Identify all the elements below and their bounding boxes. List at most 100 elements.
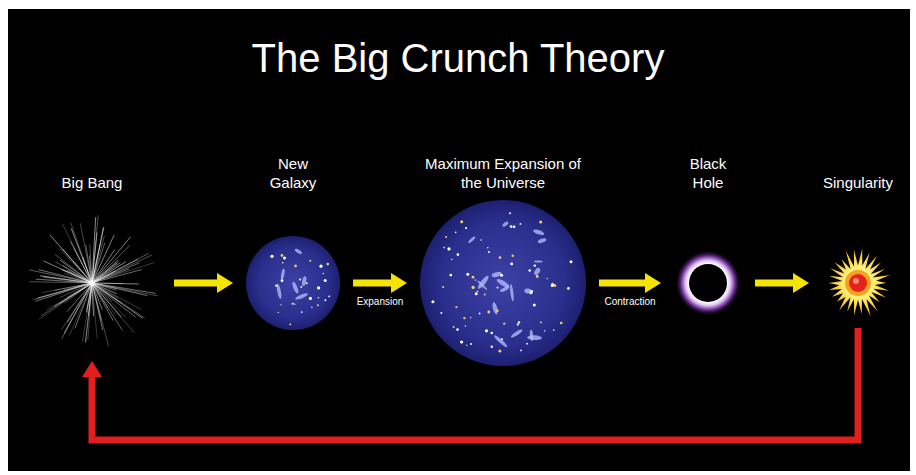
star-dot [318,297,320,299]
connector-line [174,280,219,287]
singularity-illustration [821,246,895,320]
star-dot [501,338,503,340]
explosion-ray [44,277,92,283]
galaxy-swirl [496,277,511,289]
star-dot [300,286,302,288]
connector-line [599,280,647,287]
explosion-ray [92,283,123,331]
star-dot [294,265,297,268]
singularity-halo [845,270,871,296]
explosion-core [90,281,95,286]
star-dot [503,323,505,325]
explosion-ray [63,224,92,283]
star-dot [301,311,303,313]
star-dot [499,256,502,259]
star-dot [509,212,511,214]
star-dot [324,279,327,282]
star-dot [309,260,311,262]
star-dot [517,324,519,326]
galaxy-swirl [533,267,541,276]
star-dot [536,275,539,278]
star-dot [460,220,463,223]
star-dot [317,304,319,306]
star-dot [475,279,477,281]
singularity-burst [829,249,890,317]
star-dot [431,300,434,303]
explosion-ray [92,235,114,283]
star-dot [529,269,531,271]
explosion-ray [92,255,152,283]
star-dot [560,322,563,325]
star-dot [447,247,450,250]
universe-illustration [419,199,587,367]
star-dot [491,346,493,348]
star-dot [526,343,528,345]
stage-node: Big Bang [20,173,164,353]
arrow-head [391,273,407,293]
universe-sphere [420,200,586,366]
stage-heading: New Galaxy [263,154,323,192]
star-dot [455,306,457,308]
galaxy-swirl [491,302,498,315]
star-dot [317,286,320,289]
star-dot [455,232,457,234]
explosion-ray [39,283,92,319]
singularity-highlight [853,278,859,284]
explosion-ray [92,283,97,338]
stage-heading: Big Bang [62,173,123,192]
galaxy-swirl [537,237,547,244]
explosion-ray [92,237,130,283]
star-dot [280,304,281,305]
explosion-ray [92,245,130,283]
star-dot [477,291,479,293]
star-dot [327,263,330,266]
explosion-ray [62,283,92,339]
connector-arrow [174,273,233,293]
star-dot [470,317,472,319]
star-dot [470,343,472,345]
stage-node: New Galaxy [243,154,343,331]
star-dot [456,328,459,331]
galaxy-swirl [529,330,533,341]
star-dot [449,274,452,277]
star-dot [451,259,453,261]
star-dot [442,286,444,288]
star-dot [323,273,324,274]
star-dot [466,273,469,276]
star-dot [553,284,556,287]
arrow-head [645,273,661,293]
star-dot [520,350,522,352]
arrow-head [793,273,809,293]
star-dot [460,340,463,343]
explosion-ray [80,223,92,283]
big-bang-illustration [22,213,162,353]
star-dot [282,262,284,264]
explosion-ray [92,283,102,310]
star-dot [553,329,555,331]
edge-label: Expansion [355,296,406,308]
star-dot [309,297,312,300]
star-dot [479,313,481,315]
explosion-ray [92,217,96,283]
stage-node: Maximum Expansion of the Universe [417,154,589,367]
star-dot [457,253,460,256]
star-dot [278,312,279,313]
star-dot [518,321,520,323]
connector-line [755,280,795,287]
explosion-ray [92,262,155,283]
star-dot [445,236,447,238]
star-dot [485,329,488,332]
universe-sphere [246,236,340,330]
star-dot [488,251,490,253]
galaxy-swirl [510,328,523,338]
star-dot [546,278,547,279]
galaxy-swirl [280,268,285,280]
explosion-ray [67,283,92,322]
star-dot [328,296,330,298]
explosion-ray [92,259,138,283]
stage-heading: Black Hole [678,154,738,192]
star-dot [463,317,465,319]
star-dot [510,263,513,266]
star-dot [472,276,475,279]
star-dot [465,325,466,326]
